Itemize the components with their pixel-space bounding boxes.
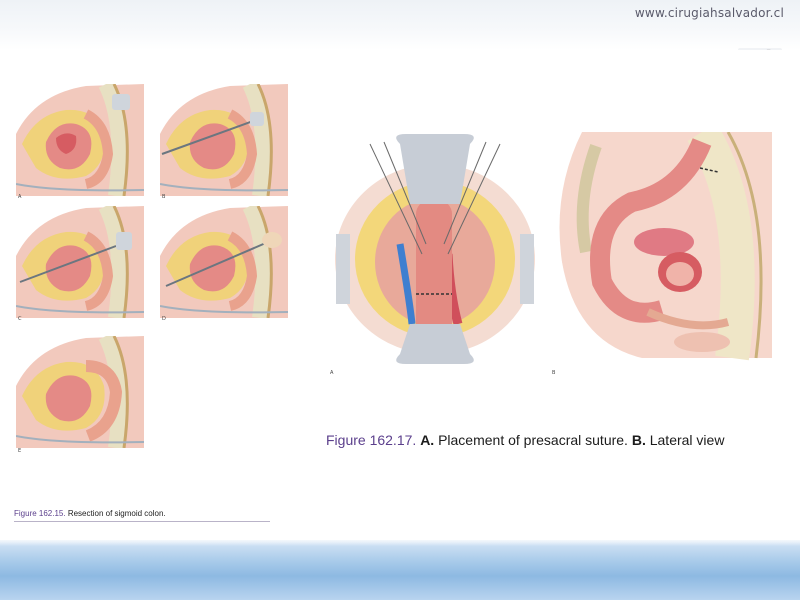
caption-text-b: Lateral view <box>645 432 725 448</box>
panel-letter: B <box>162 194 166 200</box>
panel-letter: E <box>18 448 22 454</box>
caption-divider <box>14 521 270 522</box>
figure-162-17-panel-a: A <box>330 134 540 376</box>
sagittal-illustration <box>160 84 288 196</box>
panel-letter: C <box>18 316 22 322</box>
bottom-banner <box>0 540 800 600</box>
caption-label-a: A. <box>420 432 435 448</box>
caption-label-b: B. <box>631 432 646 448</box>
site-watermark: www.cirugiahsalvador.cl <box>634 6 784 20</box>
sagittal-illustration <box>16 336 144 448</box>
caption-text-a: Placement of presacral suture. <box>434 432 632 448</box>
slide-content: A B C <box>0 50 800 540</box>
panel-letter: A <box>330 370 334 376</box>
caption-text: Resection of sigmoid colon. <box>65 509 166 518</box>
top-banner: www.cirugiahsalvador.cl <box>0 0 800 50</box>
caption-figure-number: Figure 162.15. <box>14 509 66 518</box>
figure-162-17-panel-b: B <box>552 132 772 376</box>
caption-figure-number: Figure 162.17. <box>326 432 417 448</box>
figure-162-15-panel-d: D <box>160 206 288 322</box>
presacral-suture-illustration <box>335 134 535 364</box>
figure-162-15-panel-e: E <box>16 336 144 454</box>
figure-162-15-panel-a: A <box>16 84 144 200</box>
figure-162-15-panel-b: B <box>160 84 288 200</box>
figure-162-17-caption: Figure 162.17. A. Placement of presacral… <box>326 432 724 448</box>
figure-162-15-caption: Figure 162.15. Resection of sigmoid colo… <box>14 509 166 518</box>
panel-letter: A <box>18 194 22 200</box>
panel-letter: D <box>162 316 166 322</box>
panel-letter: B <box>552 370 556 376</box>
sagittal-illustration <box>160 206 288 318</box>
lateral-view-illustration <box>559 132 772 361</box>
sagittal-illustration <box>16 84 144 196</box>
figure-162-15-panel-c: C <box>16 206 144 322</box>
sagittal-illustration <box>16 206 144 318</box>
